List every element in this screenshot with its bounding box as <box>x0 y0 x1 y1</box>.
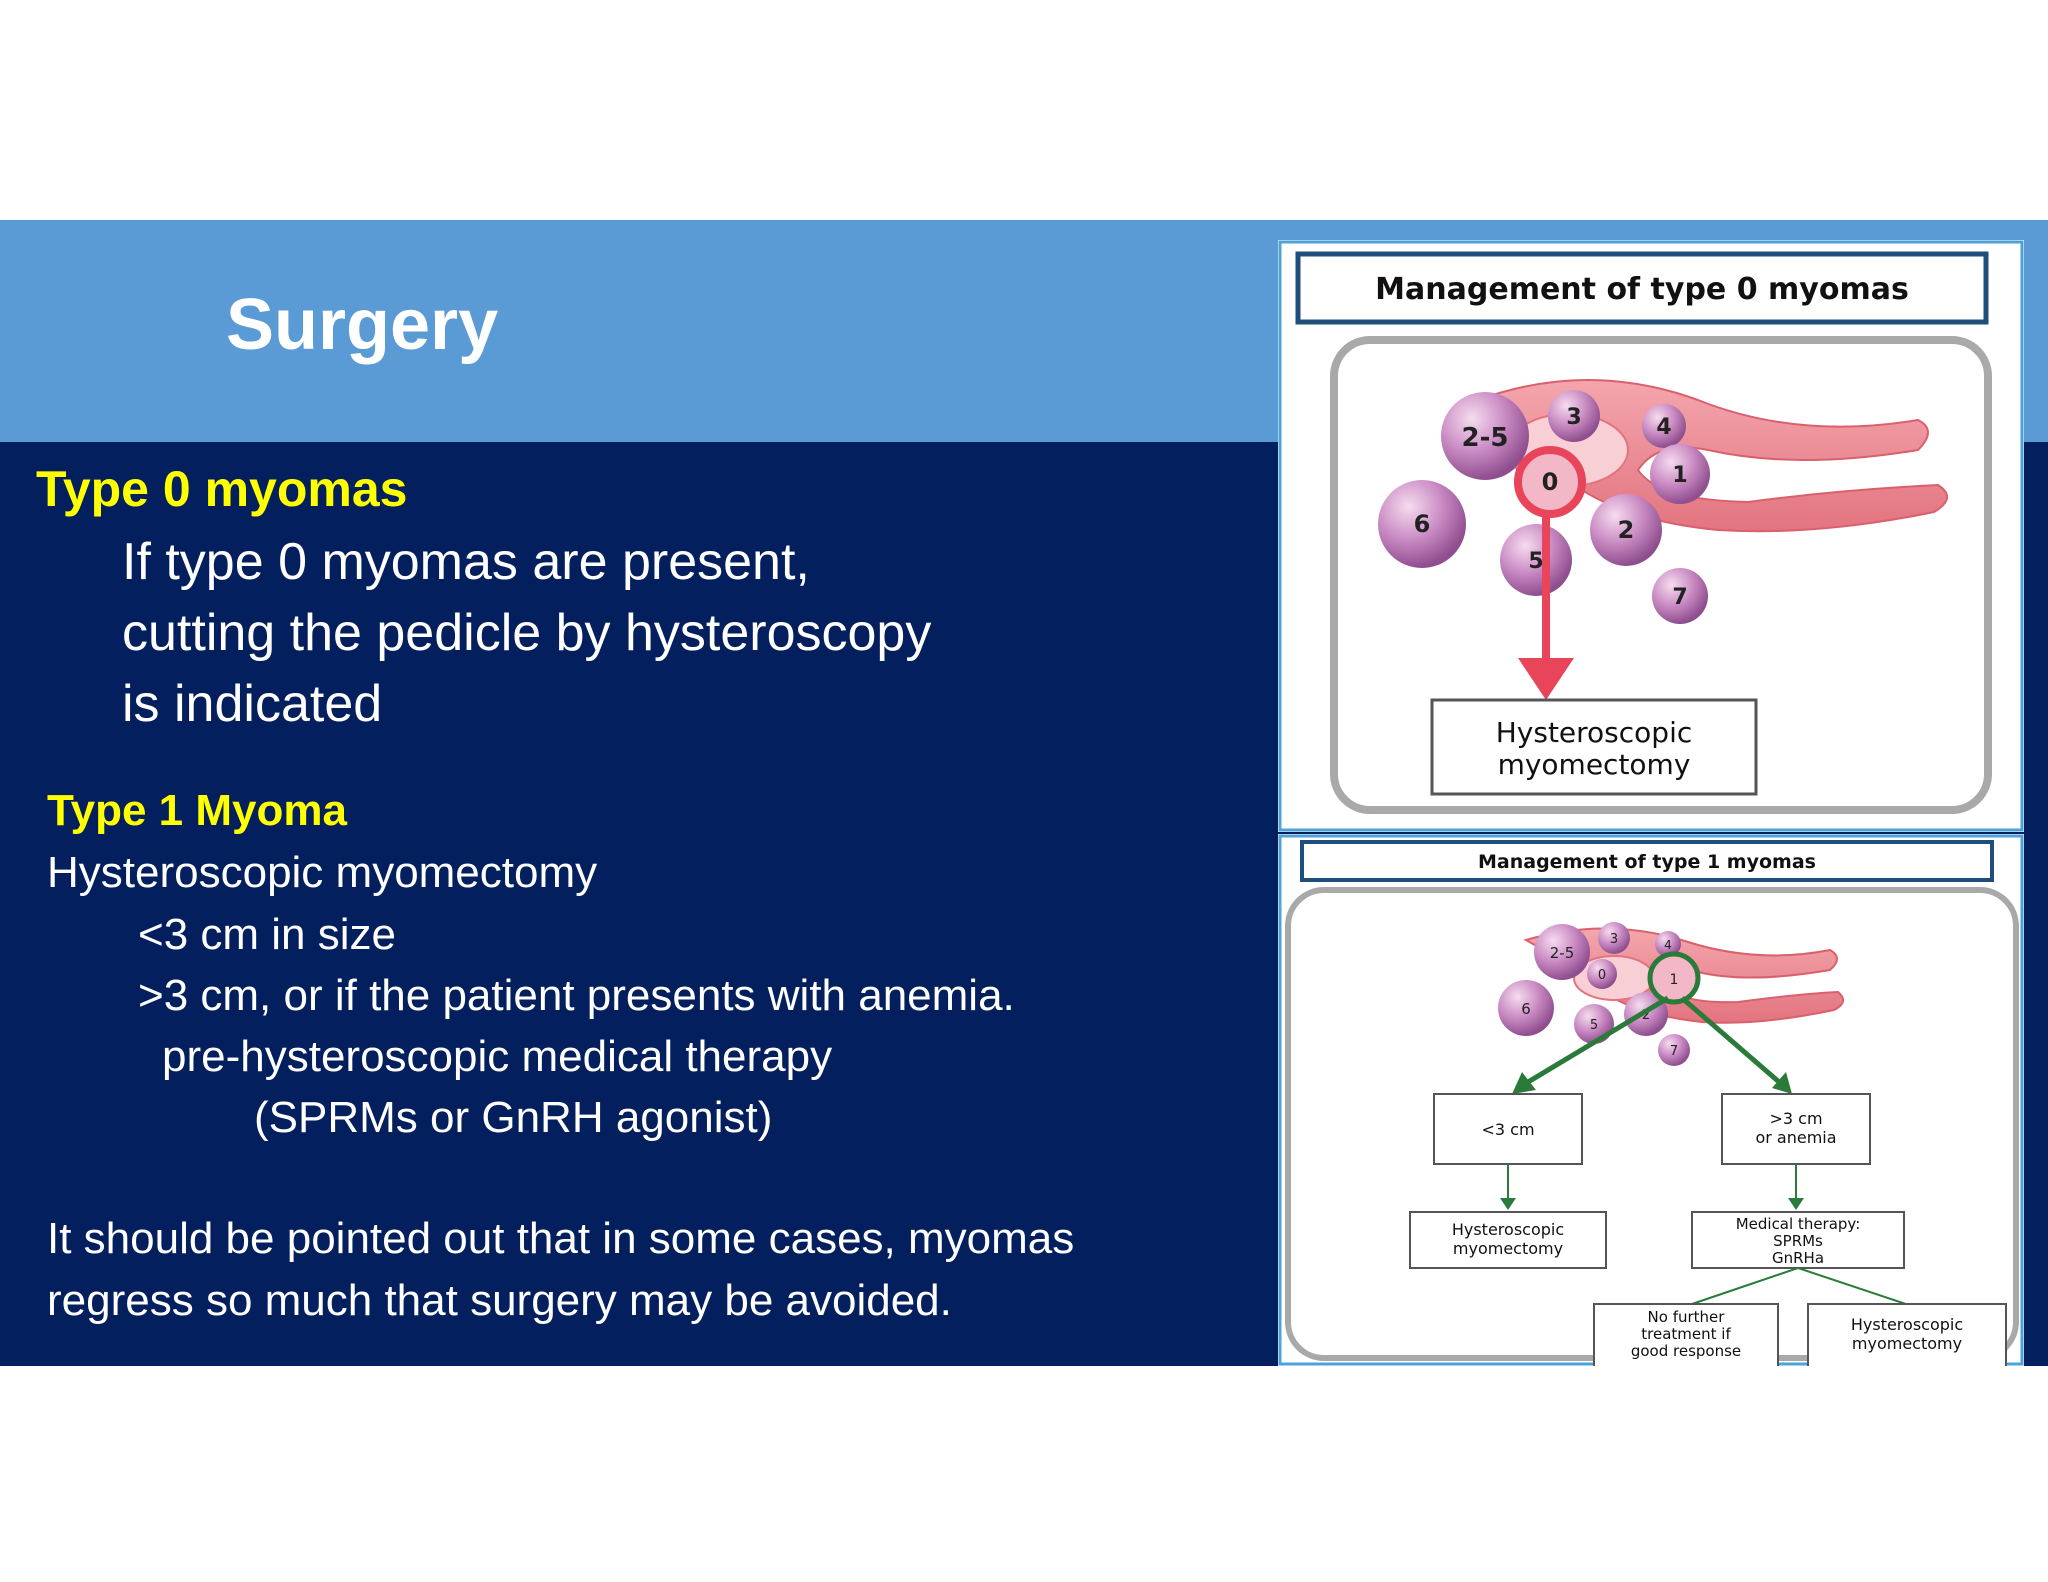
box-small <box>1433 1093 1583 1165</box>
box-no-further <box>1593 1303 1779 1369</box>
myoma-ball <box>1378 480 1466 568</box>
connector <box>1691 1267 1799 1305</box>
connector <box>1797 1267 1907 1305</box>
myoma-ball <box>1441 392 1529 480</box>
myoma-label: 1 <box>1672 463 1687 488</box>
myoma-label: 6 <box>1414 510 1431 538</box>
myoma-ball <box>1587 959 1617 989</box>
outcome-box <box>1430 698 1758 796</box>
myoma-label: 5 <box>1590 1018 1598 1033</box>
connector-head <box>1788 1198 1804 1210</box>
figure-type1-diagram: Management of type 1 myomas 2-5 3 4 0 6 … <box>1278 834 2024 1369</box>
myoma-ball <box>1642 404 1686 448</box>
type1-line-4: pre-hysteroscopic medical therapy <box>162 1032 833 1081</box>
figure-title-box <box>1300 840 1994 882</box>
type1-line-3: >3 cm, or if the patient presents with a… <box>138 971 1015 1020</box>
no-further-line-3: good response <box>1631 1342 1741 1360</box>
note-line-1: It should be pointed out that in some ca… <box>47 1214 1075 1263</box>
arrow-right <box>1680 996 1788 1090</box>
figure-title-box <box>1295 251 1989 325</box>
type0-highlight-circle <box>1514 446 1586 518</box>
box-large <box>1721 1093 1871 1165</box>
figure-type1: Management of type 1 myomas 2-5 3 4 0 6 … <box>1278 834 2024 1369</box>
myoma-ball <box>1658 1034 1690 1066</box>
outcome-line-1: Hysteroscopic <box>1496 716 1693 749</box>
medical-line-1: Medical therapy: <box>1736 1215 1861 1233</box>
myoma-ball <box>1498 980 1554 1036</box>
type1-highlight-circle <box>1647 951 1701 1005</box>
arrow-left <box>1516 995 1670 1091</box>
myoma-label: 4 <box>1656 415 1671 440</box>
box-medical <box>1691 1211 1905 1269</box>
note-line-2: regress so much that surgery may be avoi… <box>47 1276 952 1325</box>
type0-line-3: is indicated <box>122 675 383 733</box>
myoma-ball <box>1590 494 1662 566</box>
myoma-label: 2 <box>1618 516 1635 544</box>
myoma-ball <box>1534 924 1590 980</box>
myoma-label: 0 <box>1542 468 1559 496</box>
myoma-ball <box>1655 931 1681 957</box>
figure-type0: Management of type 0 myomas 2-5 3 4 1 6 … <box>1278 240 2024 832</box>
box-large-line-2: or anemia <box>1755 1128 1836 1147</box>
arrow-right-head <box>1772 1072 1792 1094</box>
box-small-label: <3 cm <box>1481 1120 1534 1139</box>
final-line-1: Hysteroscopic <box>1851 1315 1963 1334</box>
myoma-label: 2-5 <box>1550 944 1575 962</box>
arrow-head <box>1518 658 1574 700</box>
type0-line-2: cutting the pedicle by hysteroscopy <box>122 604 932 662</box>
myoma-label: 3 <box>1566 405 1581 430</box>
medical-line-3: GnRHa <box>1772 1249 1824 1267</box>
myoma-label: 5 <box>1528 549 1543 574</box>
myoma-ball <box>1548 390 1600 442</box>
slide-title: Surgery <box>226 285 499 365</box>
small-outcome-line-1: Hysteroscopic <box>1452 1220 1564 1239</box>
box-final <box>1807 1303 2007 1369</box>
type0-heading: Type 0 myomas <box>36 461 408 517</box>
connector-head <box>1500 1198 1516 1210</box>
type0-line-1: If type 0 myomas are present, <box>122 533 810 591</box>
myoma-label: 7 <box>1670 1044 1678 1059</box>
myoma-label: 4 <box>1664 938 1672 952</box>
myoma-ball <box>1652 568 1708 624</box>
figure-title: Management of type 1 myomas <box>1478 851 1816 873</box>
myoma-label: 2-5 <box>1462 423 1509 453</box>
myoma-ball <box>1650 444 1710 504</box>
box-small-outcome <box>1409 1211 1607 1269</box>
small-outcome-line-2: myomectomy <box>1453 1239 1563 1258</box>
type1-line-1: Hysteroscopic myomectomy <box>47 848 598 897</box>
no-further-line-1: No further <box>1648 1308 1726 1326</box>
slide: Surgery Type 0 myomas If type 0 myomas a… <box>0 220 2048 1369</box>
type1-line-5: (SPRMs or GnRH agonist) <box>254 1093 773 1142</box>
myoma-label: 6 <box>1521 1000 1531 1018</box>
medical-line-2: SPRMs <box>1773 1232 1823 1250</box>
myoma-ball <box>1598 922 1630 954</box>
box-large-line-1: >3 cm <box>1769 1109 1822 1128</box>
myoma-label: 7 <box>1672 585 1687 610</box>
final-line-2: myomectomy <box>1852 1334 1962 1353</box>
type1-heading: Type 1 Myoma <box>47 786 347 835</box>
type1-line-2: <3 cm in size <box>138 910 396 959</box>
myoma-label: 2 <box>1642 1008 1650 1023</box>
figure-title: Management of type 0 myomas <box>1375 272 1909 307</box>
figure-type0-diagram: Management of type 0 myomas 2-5 3 4 1 6 … <box>1278 240 2024 832</box>
myoma-label: 3 <box>1610 932 1618 947</box>
no-further-line-2: treatment if <box>1641 1325 1731 1343</box>
arrow-left-head <box>1512 1072 1536 1094</box>
myoma-label: 0 <box>1598 968 1606 983</box>
outcome-line-2: myomectomy <box>1498 748 1691 781</box>
myoma-ball <box>1500 524 1572 596</box>
myoma-label: 1 <box>1670 972 1679 988</box>
